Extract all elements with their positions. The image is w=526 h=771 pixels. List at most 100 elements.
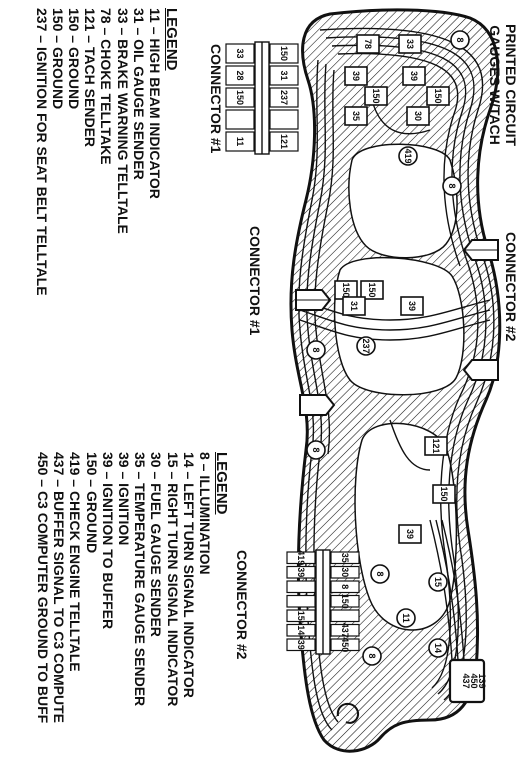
legend-code: 450 — [34, 452, 51, 476]
board-pad — [398, 146, 418, 166]
legend-dash: – — [147, 22, 163, 39]
legend-description: TEMPERATURE GAUGE SENDER — [132, 483, 149, 707]
connector-pin-box — [269, 131, 299, 152]
board-pad-label: 14 — [433, 643, 443, 653]
legend-dash: – — [164, 467, 181, 484]
legend-dash: – — [34, 475, 51, 491]
legend-dash: – — [51, 475, 68, 491]
board-pad-label: 39 — [351, 71, 361, 81]
board-pad-label: 8 — [311, 447, 321, 452]
legend-code: 30 — [148, 452, 165, 468]
legend-dash: – — [148, 467, 165, 484]
legend-2-title: LEGEND — [213, 452, 230, 515]
board-pad-label: 35 — [351, 111, 361, 121]
board-pad — [426, 86, 450, 106]
board-pad — [428, 572, 448, 592]
connector-pin-label: 150 — [235, 90, 245, 105]
connector-pin-label: 11 — [235, 137, 245, 147]
connector-pin-label: 39 — [296, 640, 306, 650]
legend-item: 121 – TACH SENDER — [82, 8, 98, 296]
legend-item: 8 – ILLUMINATION — [197, 452, 213, 723]
connector-pin-box — [225, 43, 255, 64]
connector-pin-box — [225, 109, 255, 130]
legend-description: FUEL GAUGE SENDER — [148, 483, 165, 637]
legend-dash: – — [115, 467, 132, 484]
connector-pin-box — [286, 638, 316, 652]
board-pad-label: 8 — [455, 37, 465, 42]
board-pad-label: 15 — [433, 577, 443, 587]
board-pad-label: 31 — [349, 301, 359, 311]
socket-hook — [336, 702, 360, 724]
board-pad — [356, 336, 376, 356]
board-pad-label: 8 — [311, 347, 321, 352]
board-pad-label: 150 — [367, 282, 377, 297]
board-pad — [424, 436, 448, 456]
legend-dash: – — [99, 467, 116, 484]
board-title: PRINTED CIRCUIT GAUGES W/TACH — [487, 24, 519, 146]
legend-code: 237 — [33, 8, 50, 32]
connector-pin-label: 39 — [296, 567, 306, 577]
legend-code: 78 — [98, 8, 115, 24]
legend-1-title: LEGEND — [163, 8, 180, 71]
board-pad — [402, 66, 426, 86]
legend-dash: – — [65, 31, 82, 47]
legend-item: 78 – CHOKE TELLTAKE — [98, 8, 114, 296]
connector-pin-box — [330, 565, 360, 579]
board-cutout-top — [348, 143, 458, 259]
board-pad — [342, 296, 366, 316]
connector-pin-box — [330, 623, 360, 637]
board-pad — [406, 106, 430, 126]
legend-code: 419 — [67, 452, 84, 476]
legend-code: 150 — [83, 452, 100, 476]
legend-description: GROUND — [83, 490, 100, 554]
legend-code: 39 — [99, 452, 116, 468]
board-pad — [432, 484, 456, 504]
connector-pin-label: 35 — [340, 553, 350, 563]
plug-label: 437 — [461, 673, 471, 688]
legend-code: 31 — [130, 8, 147, 24]
connector-pin-box — [225, 131, 255, 152]
board-pad-label: 419 — [403, 148, 413, 163]
board-connector-4-socket — [299, 394, 336, 416]
legend-dash: – — [180, 467, 197, 484]
connector-pin-box — [286, 551, 316, 565]
legend-dash: – — [83, 475, 100, 491]
legend-description: OIL GAUGE SENDER — [130, 39, 147, 180]
legend-dash: – — [114, 23, 131, 40]
legend-description: HIGH BEAM INDICATOR — [147, 38, 163, 199]
plug-label: 450 — [469, 673, 479, 688]
board-title-line: GAUGES W/TACH — [487, 25, 503, 145]
legend-code: 33 — [114, 8, 131, 24]
board-pad — [400, 296, 424, 316]
connector-pin-box — [269, 65, 299, 86]
board-pad-label: 8 — [375, 571, 385, 576]
legend-dash: – — [33, 31, 50, 47]
connector-pin-label: 30 — [340, 567, 350, 577]
legend-code: 39 — [115, 452, 132, 468]
board-pad-label: 11 — [401, 613, 411, 623]
legend-item: 150 – GROUND — [83, 452, 100, 723]
board-pad-label: 8 — [367, 653, 377, 658]
legend-dash: – — [130, 23, 147, 40]
board-pad — [306, 440, 326, 460]
legend-description: BRAKE WARNING TELLTALE — [114, 39, 131, 234]
legend-item: 11 – HIGH BEAM INDICATOR — [147, 8, 163, 296]
connector-2-title: CONNECTOR #2 — [234, 550, 250, 660]
legend-item: 39 – IGNITION TO BUFFER — [100, 452, 116, 723]
legend-item: 237 – IGNITION FOR SEAT BELT TELLTALE — [33, 8, 50, 296]
board-pad — [370, 564, 390, 584]
connector-pin-label: 15 — [296, 611, 306, 621]
connector-pin-label: 33 — [235, 48, 245, 58]
legend-item: 15 – RIGHT TURN SIGNAL INDICATOR — [164, 452, 181, 723]
board-pad — [398, 524, 422, 544]
board-connector-2-label: CONNECTOR #2 — [503, 232, 519, 342]
board-pad-label: 8 — [447, 183, 457, 188]
connector-pin-box — [286, 580, 316, 594]
legend-item: 30 – FUEL GAUGE SENDER — [148, 452, 164, 723]
board-pad — [344, 106, 368, 126]
legend-code: 35 — [132, 452, 149, 468]
